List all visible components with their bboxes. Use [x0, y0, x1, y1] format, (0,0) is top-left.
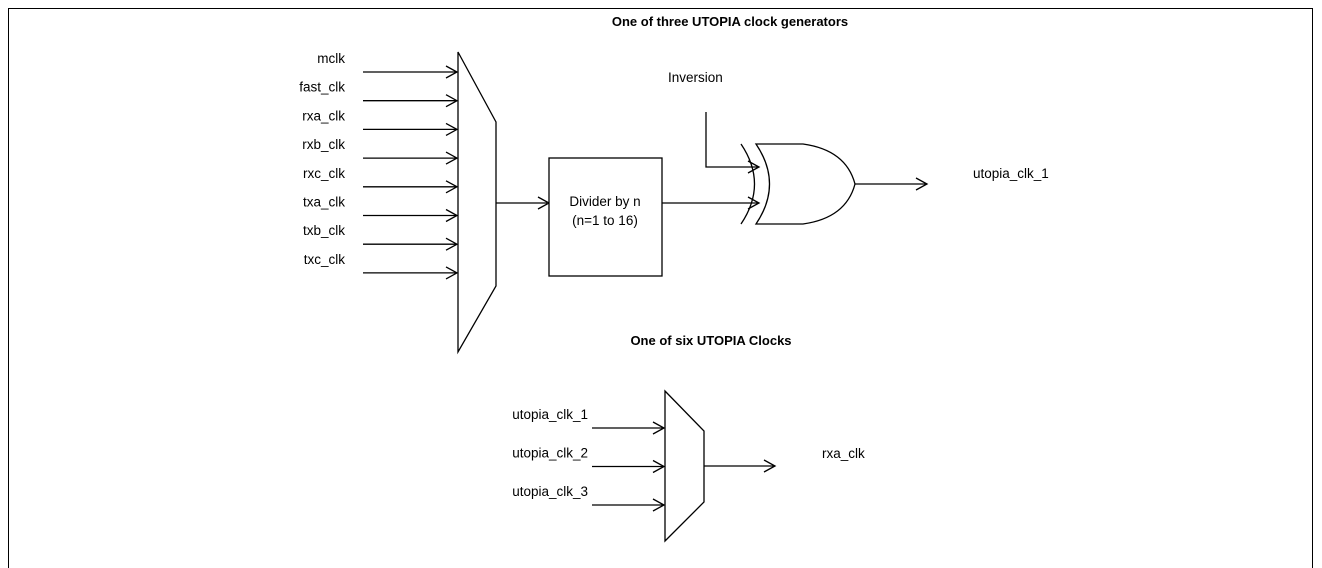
top-title: One of three UTOPIA clock generators	[612, 14, 848, 29]
inversion-wire	[705, 112, 758, 168]
selector-input-group: utopia_clk_1 utopia_clk_2 utopia_clk_3	[512, 407, 666, 512]
generator-input-arrowhead	[445, 65, 459, 79]
generator-input-group: mclk fast_clk rxa_clk rxb_clk rxc_clk txa_clk…	[299, 51, 459, 280]
inversion-arrowhead	[747, 160, 761, 174]
generator-mux	[457, 51, 497, 355]
generator-input-arrowhead	[445, 266, 459, 280]
selector-input-arrowhead	[652, 498, 666, 512]
bottom-title: One of six UTOPIA Clocks	[630, 333, 791, 348]
diagram-frame	[8, 8, 1313, 568]
selector-input-label: utopia_clk_2	[512, 446, 588, 461]
generator-input-label: txa_clk	[303, 195, 345, 210]
generator-output-label: utopia_clk_1	[973, 166, 1049, 181]
selector-input-arrowhead	[652, 421, 666, 435]
divider-label-line1: Divider by n	[569, 194, 640, 209]
xor-output-arrowhead	[915, 177, 929, 191]
divider-label-line2: (n=1 to 16)	[572, 213, 638, 228]
generator-input-arrowhead	[445, 94, 459, 108]
divider-box	[548, 157, 663, 277]
generator-input-label: rxa_clk	[302, 108, 345, 123]
generator-input-arrowhead	[445, 237, 459, 251]
generator-input-label: rxc_clk	[303, 166, 345, 181]
xor-gate-extra-arc	[740, 143, 756, 225]
clock-diagram: One of three UTOPIA clock generators One…	[299, 14, 1049, 543]
generator-input-arrowhead	[445, 122, 459, 136]
generator-input-label: fast_clk	[299, 80, 345, 95]
selector-input-label: utopia_clk_3	[512, 484, 588, 499]
xor-gate-body	[754, 143, 856, 225]
generator-input-label: mclk	[317, 51, 345, 66]
selector-output-label: rxa_clk	[822, 446, 865, 461]
generator-input-arrowhead	[445, 208, 459, 223]
generator-input-label: rxb_clk	[302, 137, 345, 152]
divider-to-xor-arrowhead	[747, 196, 761, 210]
inversion-label: Inversion	[668, 70, 723, 85]
generator-input-label: txb_clk	[303, 223, 345, 238]
selector-input-label: utopia_clk_1	[512, 407, 588, 422]
selector-output-arrowhead	[763, 459, 777, 473]
selector-input-arrowhead	[652, 459, 666, 474]
generator-input-label: txc_clk	[304, 252, 346, 267]
generator-input-arrowhead	[445, 151, 459, 165]
selector-mux	[664, 389, 705, 543]
generator-input-arrowhead	[445, 180, 459, 194]
